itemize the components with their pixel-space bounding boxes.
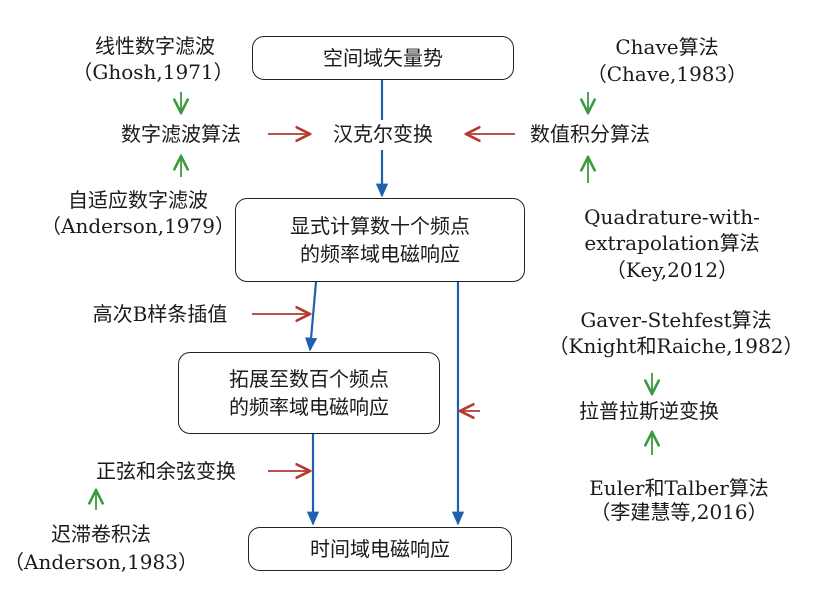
- node-numeric-integration: 数值积分算法: [530, 122, 650, 146]
- ref-quadrature-line2: extrapolation算法: [584, 231, 760, 255]
- ref-adaptive-filter-cite: （Anderson,1979）: [41, 214, 235, 238]
- ref-adaptive-filter-name: 自适应数字滤波: [68, 188, 208, 212]
- ref-linear-filter-name: 线性数字滤波: [95, 34, 215, 58]
- box-extended-line1: 拓展至数百个频点: [229, 367, 389, 391]
- ref-chave-cite: （Chave,1983）: [586, 62, 748, 86]
- box-extended-frequency-response: 拓展至数百个频点 的频率域电磁响应: [178, 352, 440, 434]
- node-digital-filter: 数字滤波算法: [121, 122, 241, 146]
- box-explicit-line1: 显式计算数十个频点: [290, 214, 470, 238]
- node-hankel-transform: 汉克尔变换: [333, 122, 433, 146]
- flow-arrow-b2-b3: [304, 281, 318, 352]
- ref-lagged-conv-cite: （Anderson,1983）: [4, 550, 198, 574]
- ref-quadrature-line1: Quadrature-with-: [584, 205, 760, 229]
- box-extended-line2: 的频率域电磁响应: [229, 395, 389, 419]
- box-time-domain-label: 时间域电磁响应: [310, 537, 450, 561]
- ref-linear-filter-cite: （Ghosh,1971）: [72, 60, 234, 84]
- ref-euler-cite: （李建慧等,2016）: [590, 500, 768, 524]
- ref-euler-name: Euler和Talber算法: [589, 476, 769, 500]
- ref-quadrature-cite: （Key,2012）: [605, 258, 739, 282]
- node-inverse-laplace: 拉普拉斯逆变换: [579, 399, 719, 423]
- box-spatial-vector-potential: 空间域矢量势: [252, 36, 514, 80]
- box-spatial-vector-potential-label: 空间域矢量势: [323, 46, 443, 70]
- node-sine-cosine-transform: 正弦和余弦变换: [96, 459, 236, 483]
- box-time-domain-response: 时间域电磁响应: [248, 527, 512, 571]
- box-explicit-line2: 的频率域电磁响应: [300, 242, 460, 266]
- ref-gaver-cite: （Knight和Raiche,1982）: [548, 334, 804, 358]
- ref-lagged-conv-name: 迟滞卷积法: [51, 522, 151, 546]
- ref-chave-name: Chave算法: [615, 35, 719, 59]
- box-explicit-frequency-response: 显式计算数十个频点 的频率域电磁响应: [235, 198, 525, 282]
- ref-gaver-name: Gaver-Stehfest算法: [580, 308, 772, 332]
- node-bspline-interpolation: 高次B样条插值: [92, 302, 228, 326]
